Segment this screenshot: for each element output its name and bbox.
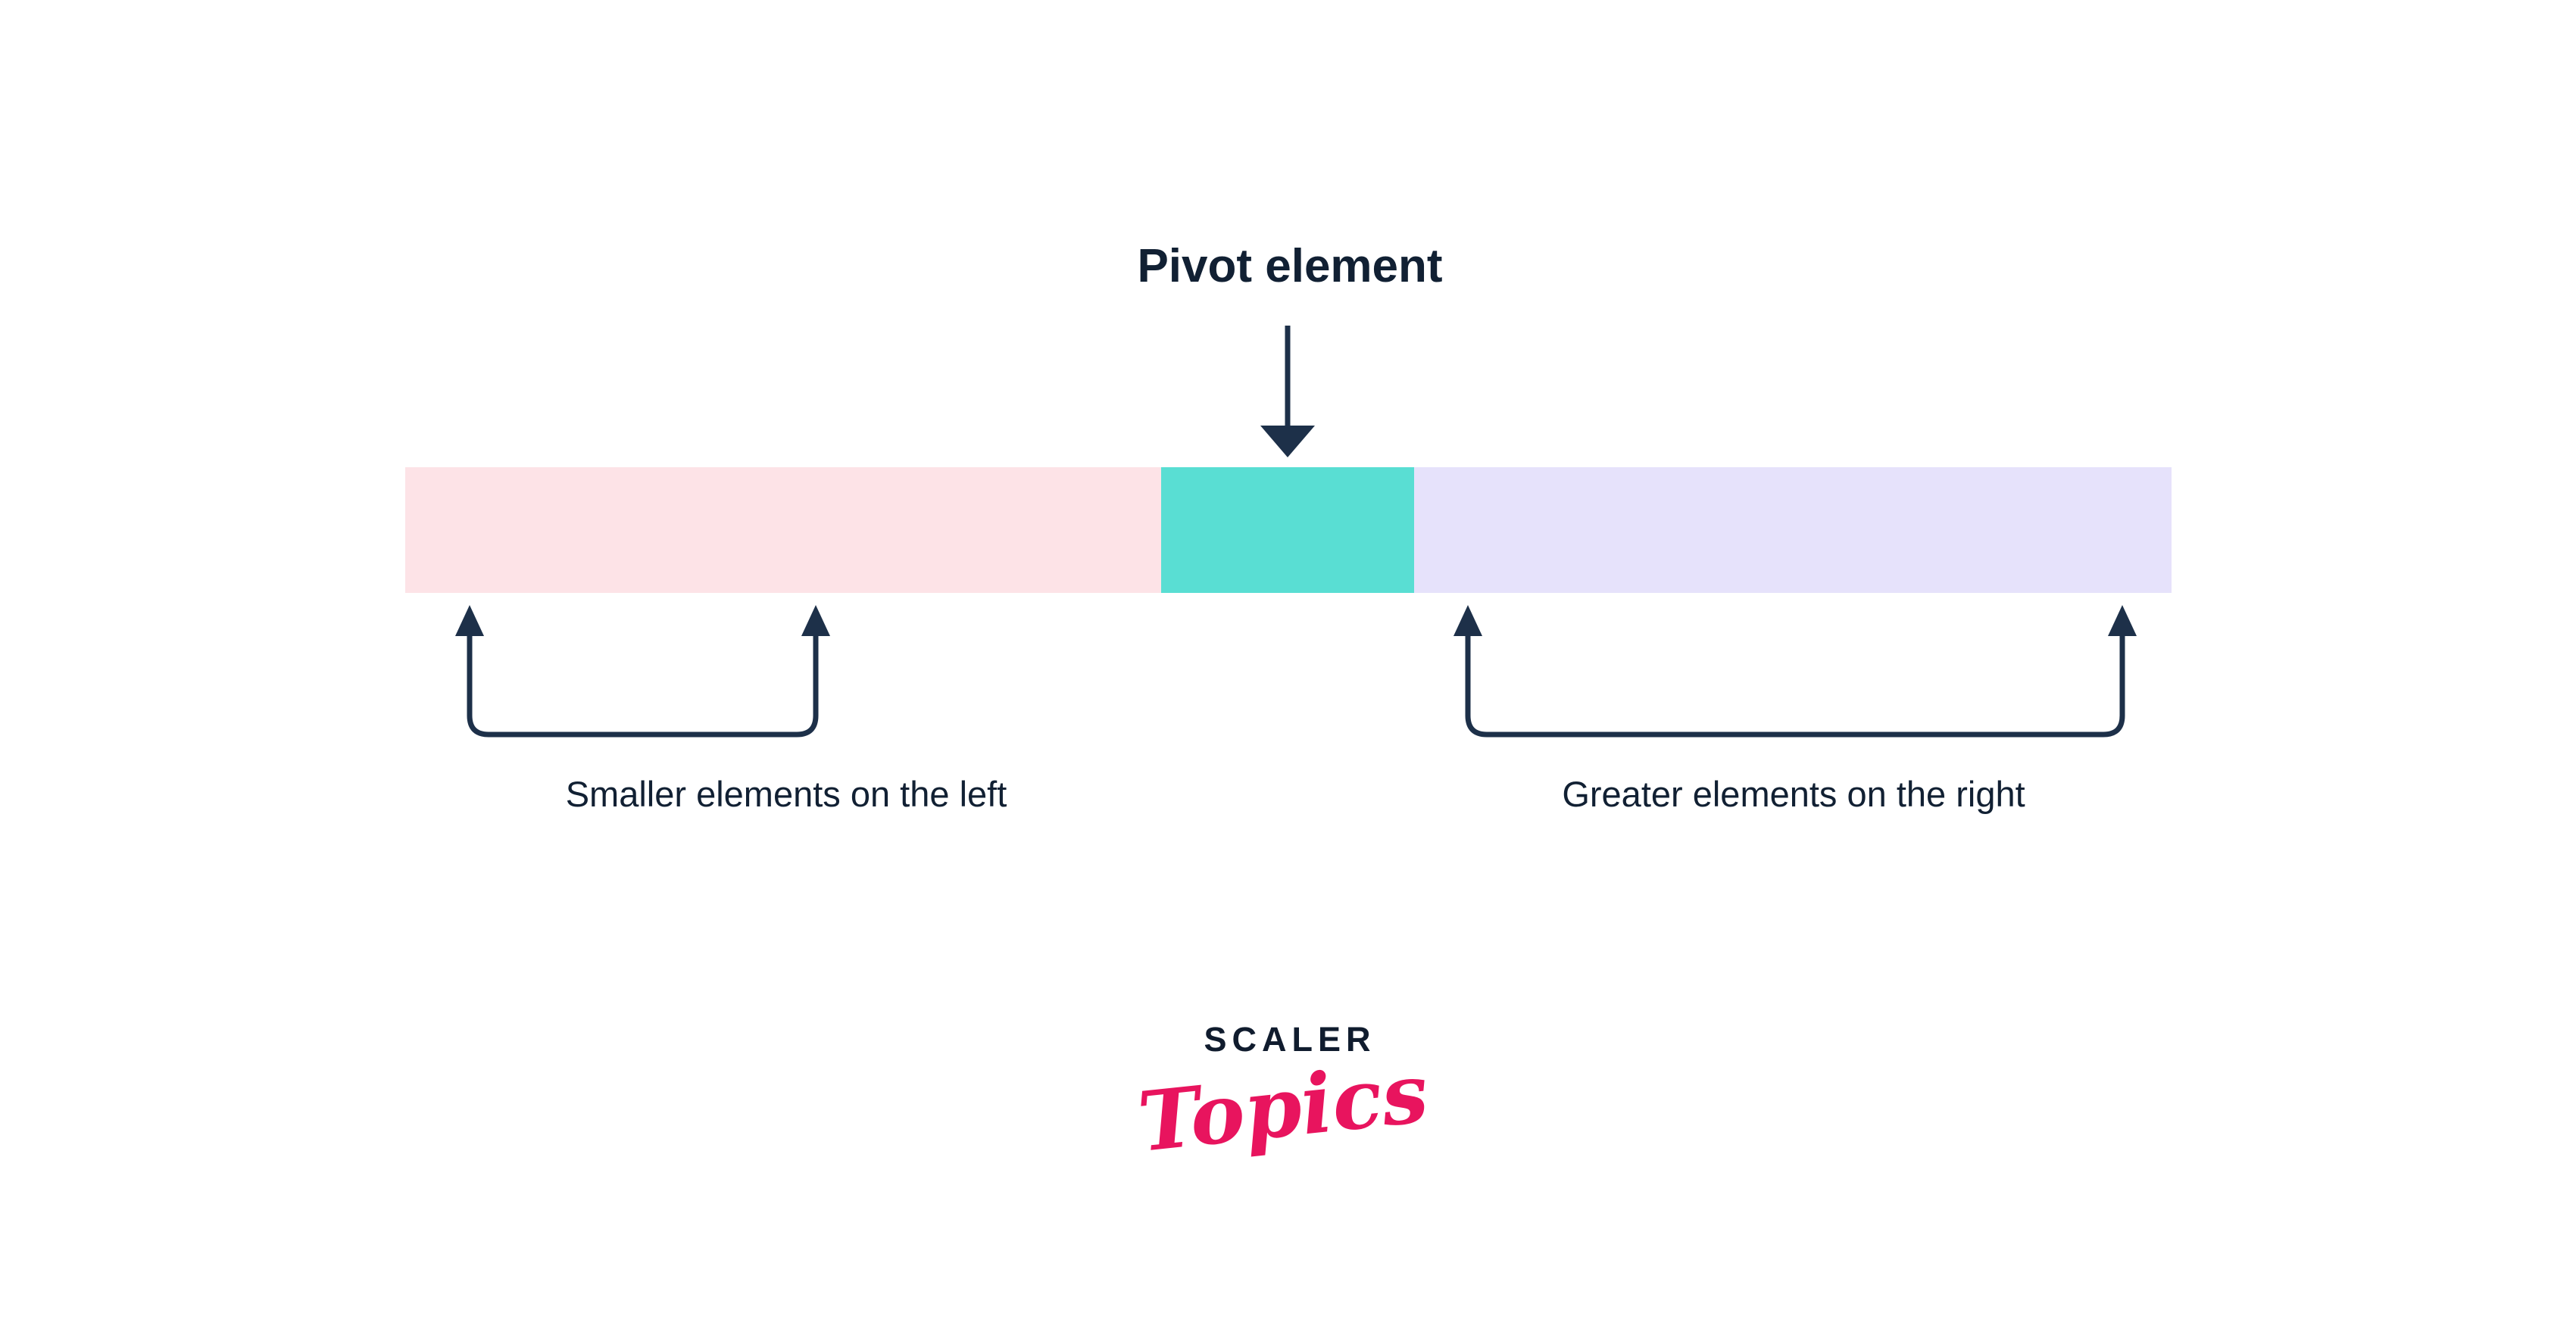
left-bracket-right-arrowhead-icon (801, 605, 830, 636)
left-bracket (455, 605, 830, 738)
left-bracket-left-arrowhead-icon (455, 605, 484, 636)
page-title: Pivot element (1137, 240, 1442, 292)
right-bracket (1453, 605, 2137, 738)
segment-left-partition (405, 467, 1161, 593)
right-bracket-right-arrowhead-icon (2108, 605, 2137, 636)
scaler-topics-logo: SCALER Topics (1134, 1020, 1432, 1171)
right-bracket-left-arrowhead-icon (1453, 605, 1482, 636)
pivot-pointer-arrow (1260, 326, 1315, 457)
segment-pivot (1161, 467, 1414, 593)
segment-right-partition (1414, 467, 2172, 593)
caption-left-partition: Smaller elements on the left (566, 774, 1007, 814)
left-bracket-rail (467, 635, 819, 738)
logo-wordmark: SCALER (1204, 1020, 1375, 1059)
right-bracket-rail (1465, 635, 2125, 738)
pivot-pointer-head-icon (1260, 426, 1315, 457)
partitioned-array-bar (405, 467, 2172, 593)
caption-right-partition: Greater elements on the right (1562, 774, 2025, 814)
logo-script-topics: Topics (1134, 1046, 1432, 1171)
